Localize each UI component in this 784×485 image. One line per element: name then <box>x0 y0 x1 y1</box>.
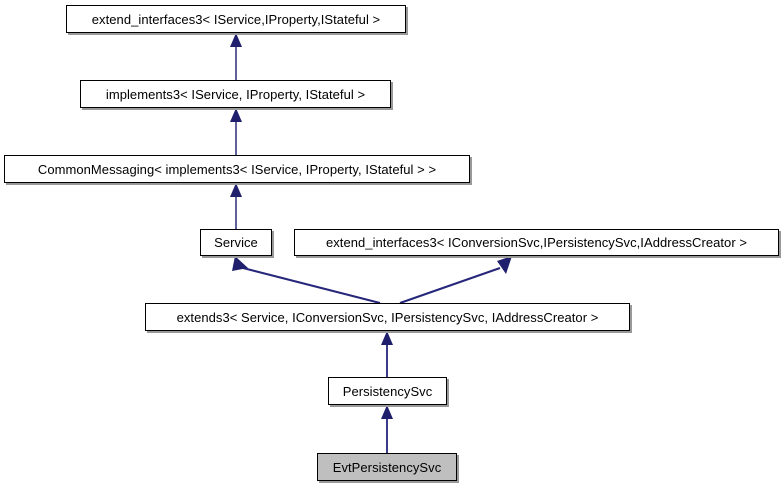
class-node-label: EvtPersistencySvc <box>332 459 442 475</box>
edge-service-to-common-messaging <box>230 183 242 229</box>
class-node-label: CommonMessaging< implements3< IService, … <box>37 161 437 177</box>
edge-extends3-to-service <box>232 256 381 304</box>
edge-common-messaging-to-implements3 <box>230 108 242 155</box>
class-node-label: Service <box>214 235 258 250</box>
class-node-extend-interfaces3-service[interactable]: extend_interfaces3< IService,IProperty,I… <box>66 5 406 33</box>
class-node-implements3[interactable]: implements3< IService, IProperty, IState… <box>80 80 391 108</box>
class-node-common-messaging[interactable]: CommonMessaging< implements3< IService, … <box>4 155 470 183</box>
class-node-label: implements3< IService, IProperty, IState… <box>105 86 366 102</box>
class-node-evt-persistency-svc[interactable]: EvtPersistencySvc <box>317 453 457 481</box>
class-node-extends3[interactable]: extends3< Service, IConversionSvc, IPers… <box>145 303 630 331</box>
class-node-label: extend_interfaces3< IService,IProperty,I… <box>91 11 381 27</box>
edge-implements3-to-extend-interfaces3-service <box>230 33 242 80</box>
edge-persistency-svc-to-extends3 <box>381 331 393 377</box>
class-node-label: extend_interfaces3< IConversionSvc,IPers… <box>325 235 748 250</box>
edge-evt-persistency-svc-to-persistency-svc <box>381 405 393 453</box>
class-node-label: extends3< Service, IConversionSvc, IPers… <box>176 309 599 325</box>
class-node-extend-interfaces3-conversion[interactable]: extend_interfaces3< IConversionSvc,IPers… <box>294 229 779 256</box>
class-node-service[interactable]: Service <box>200 229 272 256</box>
edge-extends3-to-extend-interfaces3-conversion <box>399 256 512 304</box>
class-node-label: PersistencySvc <box>342 383 433 399</box>
class-node-persistency-svc[interactable]: PersistencySvc <box>328 377 447 405</box>
